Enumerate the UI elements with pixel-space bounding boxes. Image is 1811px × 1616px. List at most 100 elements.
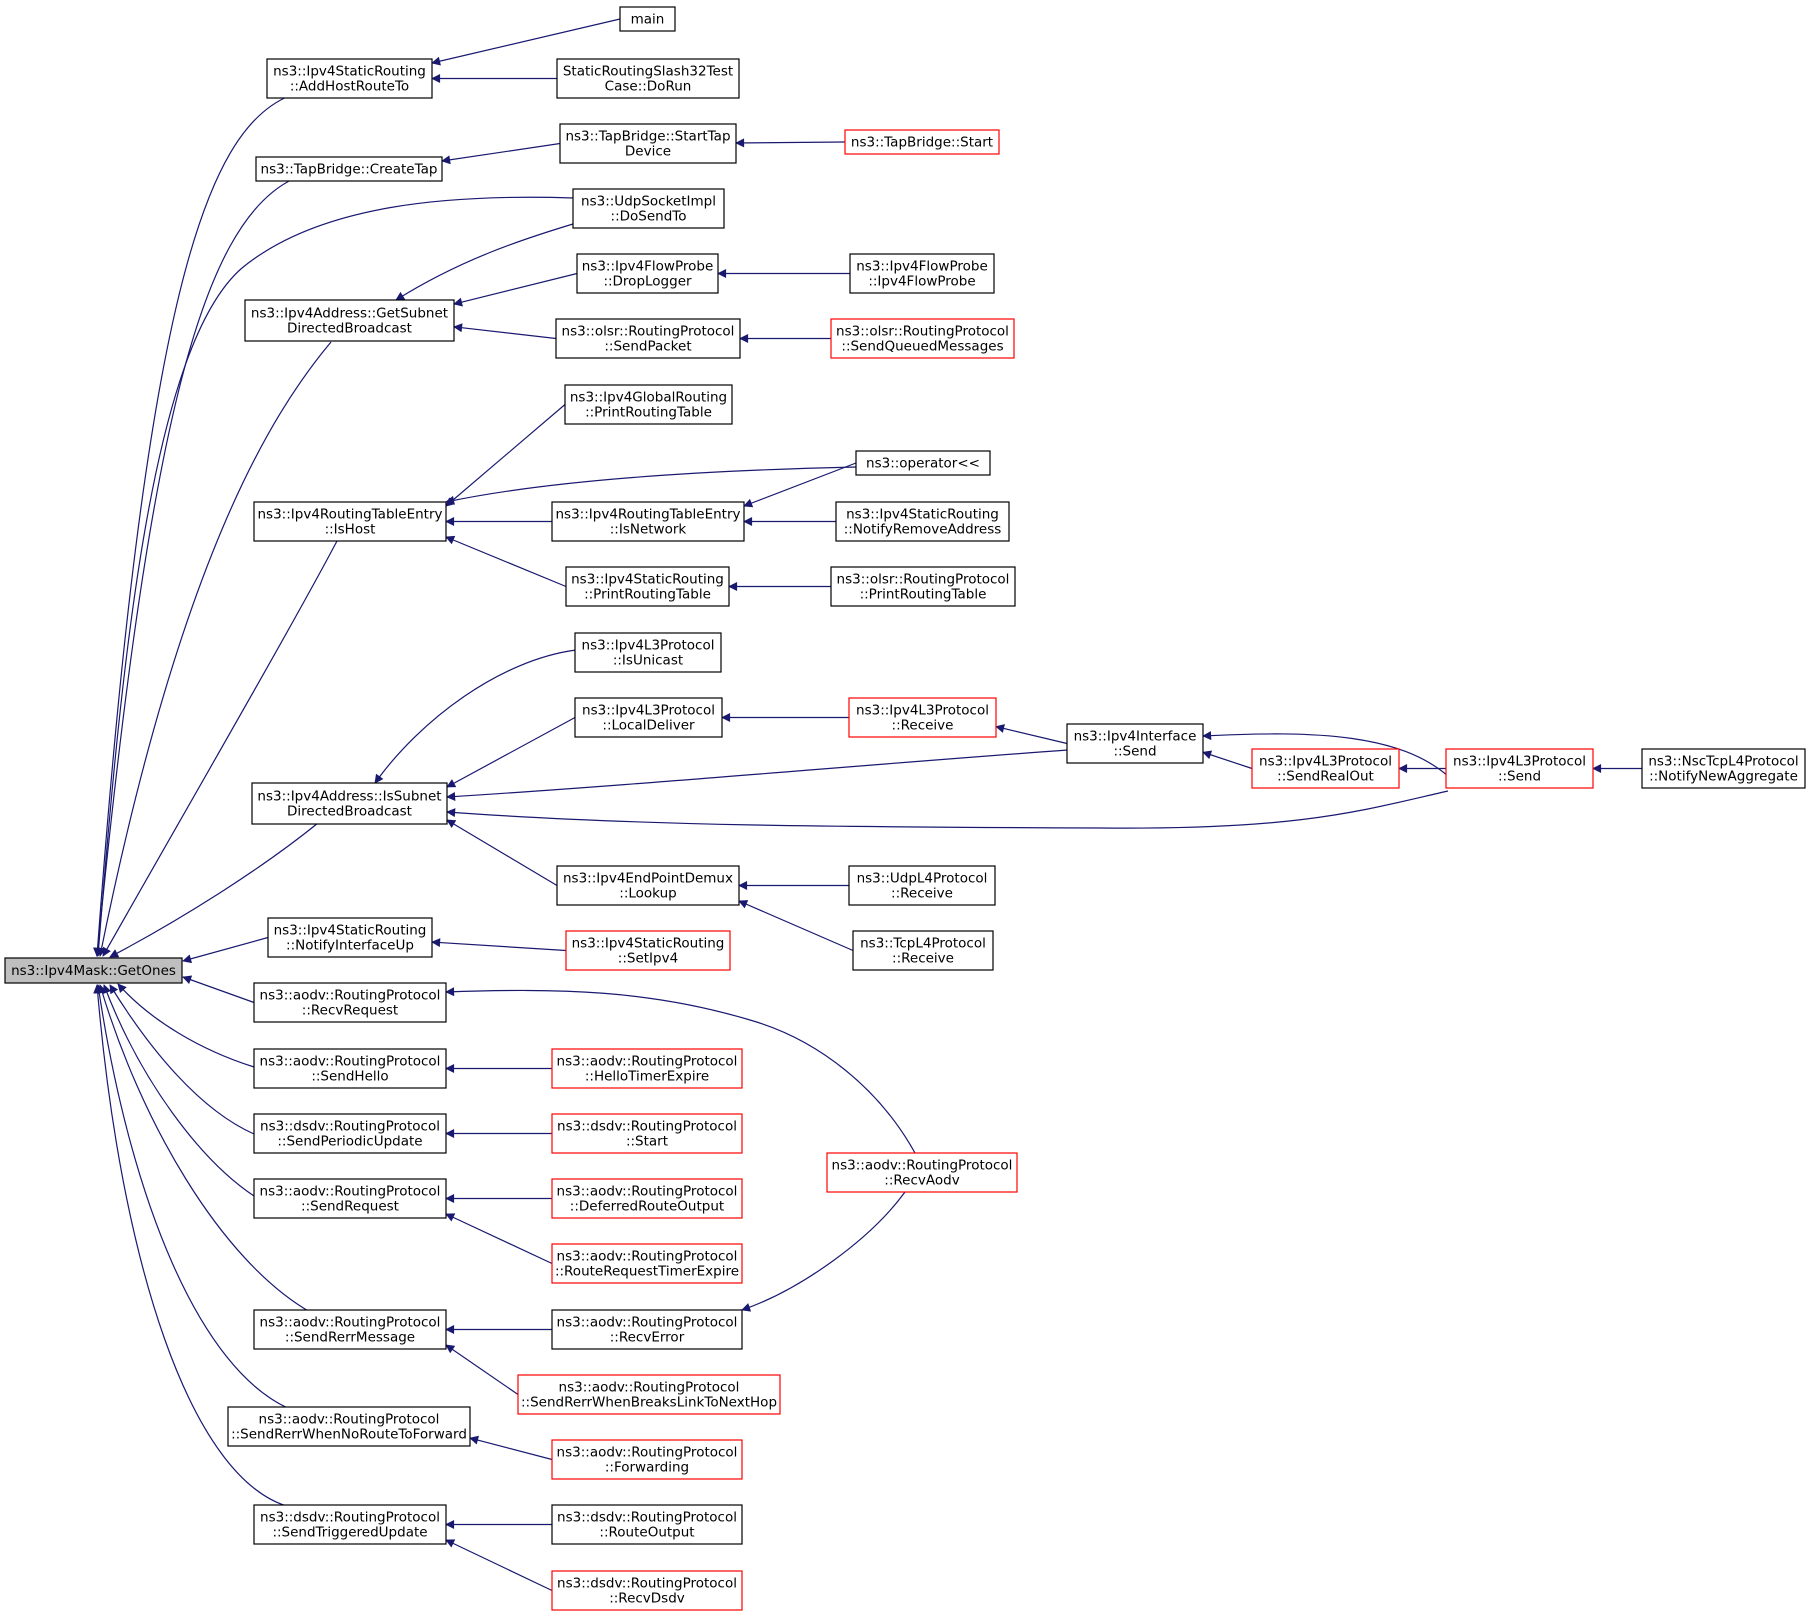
function-node-label: ns3::dsdv::RoutingProtocol <box>260 1510 440 1526</box>
call-edge-root-dsdvperiodic <box>109 984 255 1135</box>
function-node-l3receive[interactable]: ns3::Ipv4L3Protocol::Receive <box>848 697 997 738</box>
function-node-addhost[interactable]: ns3::Ipv4StaticRouting::AddHostRouteTo <box>266 58 433 99</box>
function-node-hellotimer[interactable]: ns3::aodv::RoutingProtocol::HelloTimerEx… <box>551 1048 743 1089</box>
function-node-box <box>855 450 991 476</box>
function-node-label: Device <box>625 144 671 160</box>
call-edge-root-noroute <box>94 984 291 1410</box>
function-node-demux[interactable]: ns3::Ipv4EndPointDemux::Lookup <box>556 865 740 906</box>
function-node-notifyremove[interactable]: ns3::Ipv4StaticRouting::NotifyRemoveAddr… <box>835 501 1010 542</box>
function-node-label: ns3::Ipv4StaticRouting <box>571 572 724 588</box>
function-node-label: ns3::Ipv4StaticRouting <box>572 936 725 952</box>
function-node-l3send[interactable]: ns3::Ipv4L3Protocol::Send <box>1445 748 1594 789</box>
function-node-isunicast[interactable]: ns3::Ipv4L3Protocol::IsUnicast <box>574 632 722 673</box>
function-node-tapstart[interactable]: ns3::TapBridge::Start <box>844 129 1000 155</box>
call-edge-demux-tcprecv <box>738 900 854 952</box>
function-node-forwarding[interactable]: ns3::aodv::RoutingProtocol::Forwarding <box>551 1439 743 1480</box>
function-node-nsctcp[interactable]: ns3::NscTcpL4Protocol::NotifyNewAggregat… <box>1641 748 1806 789</box>
function-node-issubnet[interactable]: ns3::Ipv4Address::IsSubnetDirectedBroadc… <box>251 782 448 825</box>
function-node-box <box>559 123 737 164</box>
function-node-olsrsend[interactable]: ns3::olsr::RoutingProtocol::SendPacket <box>555 318 741 359</box>
function-node-label: ::IsUnicast <box>613 653 683 669</box>
function-node-label: ::SendRealOut <box>1277 769 1374 785</box>
call-edge-root-notifyup <box>182 936 269 964</box>
function-node-aodvhello[interactable]: ns3::aodv::RoutingProtocol::SendHello <box>253 1048 447 1089</box>
function-node-olsrqueued[interactable]: ns3::olsr::RoutingProtocol::SendQueuedMe… <box>830 318 1015 359</box>
function-node-label: ::AddHostRouteTo <box>290 79 409 95</box>
function-node-globalprint[interactable]: ns3::Ipv4GlobalRouting::PrintRoutingTabl… <box>564 384 733 425</box>
function-node-olsrprint[interactable]: ns3::olsr::RoutingProtocol::PrintRouting… <box>830 566 1016 607</box>
call-edge-root-aodvrerr <box>97 984 311 1313</box>
function-node-udprecv[interactable]: ns3::UdpL4Protocol::Receive <box>848 865 996 906</box>
function-node-main[interactable]: main <box>619 6 676 32</box>
call-edge-aodvsendreq-rreqtimer <box>445 1213 553 1265</box>
call-edge-subnetbcast-olsrsend <box>453 323 557 340</box>
function-node-label: ::RecvError <box>610 1330 685 1346</box>
function-node-box <box>565 566 730 607</box>
call-edge-root-createtap <box>93 178 294 957</box>
function-node-rreqtimer[interactable]: ns3::aodv::RoutingProtocol::RouteRequest… <box>551 1243 743 1284</box>
function-node-aodvrecvreq[interactable]: ns3::aodv::RoutingProtocol::RecvRequest <box>253 982 447 1023</box>
function-node-breakslink[interactable]: ns3::aodv::RoutingProtocol::SendRerrWhen… <box>517 1374 781 1415</box>
call-edge-issubnet-demux <box>446 819 558 887</box>
function-node-droplogger[interactable]: ns3::Ipv4FlowProbe::DropLogger <box>576 253 719 294</box>
function-node-sendrealout[interactable]: ns3::Ipv4L3Protocol::SendRealOut <box>1251 748 1400 789</box>
call-edge-createtap-starttap <box>441 142 561 165</box>
function-node-dsdvstart[interactable]: ns3::dsdv::RoutingProtocol::Start <box>551 1113 743 1154</box>
function-node-flowprobe[interactable]: ns3::Ipv4FlowProbe::Ipv4FlowProbe <box>849 253 995 294</box>
function-node-aodvrecvaodv[interactable]: ns3::aodv::RoutingProtocol::RecvAodv <box>826 1152 1018 1193</box>
function-node-box <box>244 299 455 342</box>
function-node-aodvsendreq[interactable]: ns3::aodv::RoutingProtocol::SendRequest <box>253 1178 447 1219</box>
function-node-dsdvrecv[interactable]: ns3::dsdv::RoutingProtocol::RecvDsdv <box>551 1570 743 1611</box>
function-node-box <box>551 1048 743 1089</box>
function-node-label: ::NotifyNewAggregate <box>1649 769 1798 785</box>
function-node-box <box>835 501 1010 542</box>
function-node-label: ns3::dsdv::RoutingProtocol <box>557 1576 737 1592</box>
function-node-label: ns3::Ipv4StaticRouting <box>846 507 999 523</box>
function-node-label: ::NotifyInterfaceUp <box>286 938 414 954</box>
function-node-label: DirectedBroadcast <box>287 804 412 820</box>
function-node-tcprecv[interactable]: ns3::TcpL4Protocol::Receive <box>852 930 994 971</box>
function-node-dsdvperiodic[interactable]: ns3::dsdv::RoutingProtocol::SendPeriodic… <box>253 1113 447 1154</box>
call-edge-root-aodvsendreq <box>102 984 255 1197</box>
function-node-dsdvtrig[interactable]: ns3::dsdv::RoutingProtocol::SendTriggere… <box>253 1504 447 1545</box>
call-edge-root-subnetbcast <box>97 341 332 957</box>
function-node-aodvrerr[interactable]: ns3::aodv::RoutingProtocol::SendRerrMess… <box>253 1309 447 1350</box>
function-node-aodvrecverr[interactable]: ns3::aodv::RoutingProtocol::RecvError <box>551 1309 743 1350</box>
call-edge-ishost-staticprint <box>445 535 567 588</box>
function-node-dsdvrouteout[interactable]: ns3::dsdv::RoutingProtocol::RouteOutput <box>551 1504 743 1545</box>
function-node-box <box>267 917 433 958</box>
function-node-label: ::Ipv4FlowProbe <box>868 274 975 290</box>
function-node-ishost[interactable]: ns3::Ipv4RoutingTableEntry::IsHost <box>253 501 447 542</box>
function-node-createtap[interactable]: ns3::TapBridge::CreateTap <box>255 156 443 182</box>
call-edge-root-udpsend <box>94 196 575 957</box>
function-node-label: ns3::TapBridge::StartTap <box>565 129 730 145</box>
function-node-box <box>4 957 183 984</box>
call-edge-root-aodvrecvreq <box>182 975 255 1004</box>
function-node-label: Case::DoRun <box>605 79 692 95</box>
function-node-ifsend[interactable]: ns3::Ipv4Interface::Send <box>1066 723 1204 764</box>
function-node-label: ns3::Ipv4L3Protocol <box>1453 754 1586 770</box>
function-node-localdeliver[interactable]: ns3::Ipv4L3Protocol::LocalDeliver <box>574 697 723 738</box>
call-edge-ishost-globalprint <box>445 404 566 507</box>
function-node-setipv4[interactable]: ns3::Ipv4StaticRouting::SetIpv4 <box>565 930 731 971</box>
function-node-isnetwork[interactable]: ns3::Ipv4RoutingTableEntry::IsNetwork <box>551 501 745 542</box>
function-node-label: StaticRoutingSlash32Test <box>563 64 733 80</box>
function-node-label: ns3::UdpL4Protocol <box>857 871 988 887</box>
function-node-box <box>556 865 740 906</box>
function-node-box <box>251 782 448 825</box>
function-node-deferred[interactable]: ns3::aodv::RoutingProtocol::DeferredRout… <box>551 1178 743 1219</box>
function-node-label: ns3::aodv::RoutingProtocol <box>559 1380 740 1396</box>
function-node-label: ::SendHello <box>311 1069 388 1085</box>
function-node-operator[interactable]: ns3::operator<< <box>855 450 991 476</box>
function-node-noroute[interactable]: ns3::aodv::RoutingProtocol::SendRerrWhen… <box>227 1406 471 1447</box>
function-node-subnetbcast[interactable]: ns3::Ipv4Address::GetSubnetDirectedBroad… <box>244 299 455 342</box>
function-node-label: ::Receive <box>892 951 954 967</box>
function-node-notifyup[interactable]: ns3::Ipv4StaticRouting::NotifyInterfaceU… <box>267 917 433 958</box>
call-edge-root-ishost <box>102 540 338 957</box>
function-node-staticprint[interactable]: ns3::Ipv4StaticRouting::PrintRoutingTabl… <box>565 566 730 607</box>
function-node-box <box>844 129 1000 155</box>
function-node-label: ::DoSendTo <box>611 209 687 225</box>
function-node-udpsend[interactable]: ns3::UdpSocketImpl::DoSendTo <box>572 188 725 229</box>
